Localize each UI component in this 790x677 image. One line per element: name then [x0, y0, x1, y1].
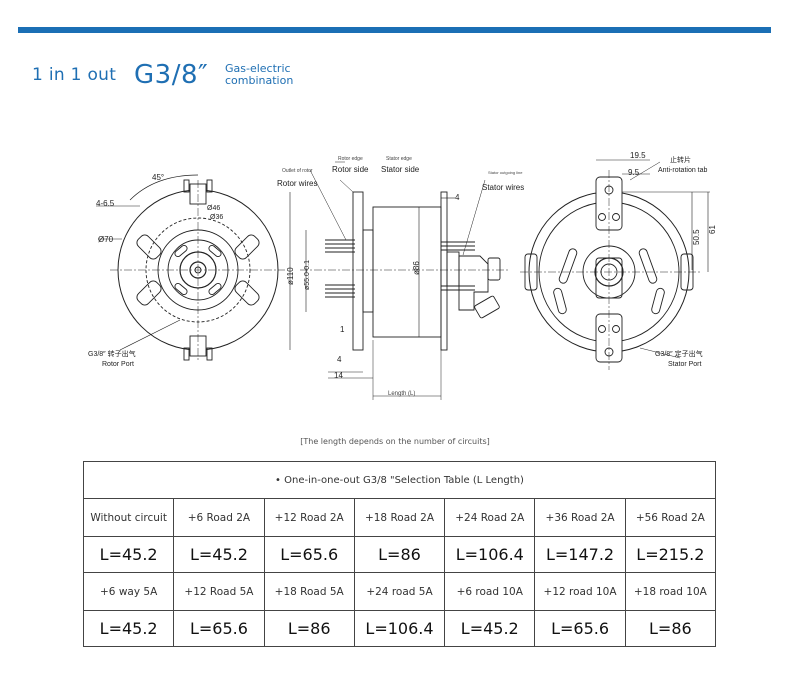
label-stator-port-cn: G3/8″ 定子出气: [655, 349, 703, 358]
label-slots: 4-6.5: [96, 199, 115, 208]
table-header-cell: +18 Road 5A: [263, 572, 355, 611]
label-d46: Ø46: [207, 205, 220, 212]
label-dim-1: 1: [340, 325, 345, 334]
label-dim-9-5: 9.5: [628, 168, 640, 177]
label-dim-4-top: 4: [455, 193, 460, 202]
label-tab-cn: 止转片: [670, 155, 691, 164]
header-subtitle-line2: combination: [225, 74, 294, 87]
table-row-headers-1: Without circuit +6 Road 2A +12 Road 2A +…: [82, 498, 717, 537]
table-value-cell: L=106.4: [353, 610, 446, 647]
table-value-cell: L=106.4: [444, 536, 536, 573]
table-row-values-2: L=45.2 L=65.6 L=86 L=106.4 L=45.2 L=65.6…: [82, 610, 717, 647]
table-header-cell: +12 Road 2A: [263, 498, 355, 537]
label-d70: Ø70: [98, 235, 114, 244]
table-value-cell: L=86: [263, 610, 355, 647]
table-header-cell: +6 way 5A: [82, 572, 175, 611]
header-subtitle: Gas-electric combination: [225, 63, 293, 87]
label-stator-outgoing: Stator outgoing line: [488, 170, 523, 175]
table-header-cell: +56 Road 2A: [624, 498, 717, 537]
table-title: • One-in-one-out G3/8 "Selection Table (…: [83, 461, 716, 499]
label-outlet-of-rotor: Outlet of rotor: [282, 168, 313, 174]
table-value-cell: L=86: [624, 610, 717, 647]
header-subtitle-line1: Gas-electric: [225, 62, 291, 75]
label-dim-14: 14: [334, 371, 343, 380]
label-rotor-port-cn: G3/8″ 转子出气: [88, 349, 136, 358]
table-header-cell: +12 road 10A: [534, 572, 626, 611]
table-header-cell: +6 road 10A: [444, 572, 536, 611]
table-value-cell: L=65.6: [534, 610, 626, 647]
table-value-cell: L=45.2: [444, 610, 536, 647]
table-header-cell: +36 Road 2A: [534, 498, 626, 537]
header-config-label: 1 in 1 out: [32, 65, 117, 85]
table-value-cell: L=215.2: [624, 536, 717, 573]
label-tab-en: Anti-rotation tab: [658, 167, 708, 174]
label-dim-4-bottom: 4: [337, 355, 342, 364]
header-model: G3/8″: [134, 60, 209, 90]
rotor-face-view: [96, 174, 285, 361]
table-header-cell: +18 road 10A: [624, 572, 717, 611]
label-rotor-side: Rotor side: [332, 165, 369, 174]
side-view: [289, 161, 510, 400]
label-d55: ø55.0-0.1: [304, 260, 311, 290]
table-header-cell: Without circuit: [82, 498, 175, 537]
table-header-cell: +24 road 5A: [353, 572, 446, 611]
table-header-cell: +24 Road 2A: [444, 498, 536, 537]
label-stator-port-en: Stator Port: [668, 361, 702, 368]
label-d36: Ø36: [210, 214, 223, 221]
table-header-cell: +18 Road 2A: [353, 498, 446, 537]
stator-face-view: [520, 159, 710, 370]
table-value-cell: L=65.6: [263, 536, 355, 573]
label-stator-edge: Stator edge: [386, 156, 412, 162]
table-value-cell: L=65.6: [173, 610, 265, 647]
table-row-values-1: L=45.2 L=45.2 L=65.6 L=86 L=106.4 L=147.…: [82, 536, 717, 573]
table-header-cell: +12 Road 5A: [173, 572, 265, 611]
label-d86: ø86: [412, 261, 421, 275]
label-rotor-edge: Rotor edge: [338, 156, 363, 162]
label-dim-50-5: 50.5: [692, 229, 701, 245]
technical-drawing: 45° 4-6.5 Ø70 Ø46 Ø36 G3/8″ 转子出气 Rotor P…: [88, 151, 717, 400]
label-angle: 45°: [152, 173, 164, 182]
table-value-cell: L=45.2: [82, 536, 175, 573]
table-value-cell: L=45.2: [173, 536, 265, 573]
label-length: Length (L): [388, 391, 415, 397]
length-caption: [The length depends on the number of cir…: [300, 437, 490, 446]
table-header-cell: +6 Road 2A: [173, 498, 265, 537]
top-accent-bar: [18, 27, 771, 33]
label-d110: ø110: [286, 267, 295, 285]
table-value-cell: L=86: [353, 536, 446, 573]
label-stator-wires: Stator wires: [482, 183, 524, 192]
label-dim-19-5: 19.5: [630, 151, 646, 160]
table-value-cell: L=45.2: [82, 610, 175, 647]
table-row-headers-2: +6 way 5A +12 Road 5A +18 Road 5A +24 ro…: [82, 572, 717, 611]
label-dim-61: 61: [708, 225, 717, 234]
label-stator-side: Stator side: [381, 165, 420, 174]
selection-table: • One-in-one-out G3/8 "Selection Table (…: [82, 461, 717, 647]
label-rotor-port-en: Rotor Port: [102, 361, 134, 368]
label-rotor-wires: Rotor wires: [277, 179, 317, 188]
table-value-cell: L=147.2: [534, 536, 626, 573]
